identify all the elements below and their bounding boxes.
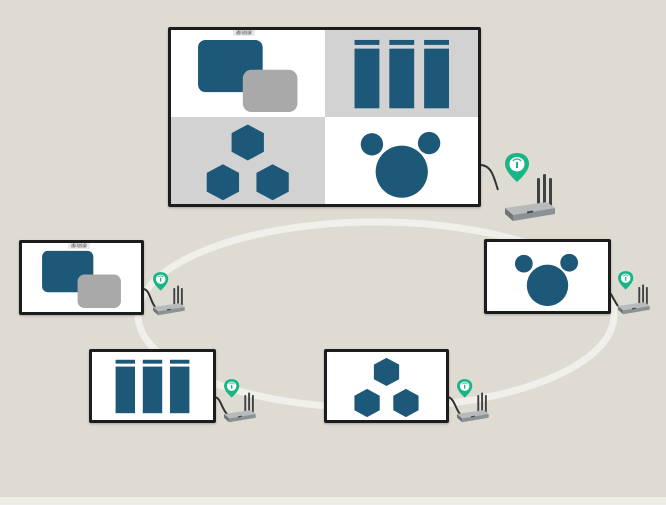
wifi-router-main xyxy=(497,150,557,225)
circles-icon xyxy=(325,117,479,204)
screen-tab-label: 通讯投屏 xyxy=(68,243,90,249)
main-display-screen: 通讯投屏 xyxy=(171,30,478,204)
quadrant-top-left xyxy=(171,30,325,117)
quadrant-top-right xyxy=(324,30,479,117)
display-left-screen: 通讯投屏 xyxy=(22,243,141,312)
display-bottom-right xyxy=(324,349,449,423)
wifi-router-bottom-right xyxy=(452,376,490,426)
wifi-router-bottom-left xyxy=(219,376,257,426)
display-bottom-right-screen xyxy=(327,352,446,420)
display-bottom-left-screen xyxy=(92,352,213,420)
wifi-router-right xyxy=(613,268,651,318)
display-right xyxy=(484,239,611,314)
circles-icon xyxy=(487,242,608,311)
display-bottom-left xyxy=(89,349,216,423)
rounded-rects-icon xyxy=(22,243,141,312)
hexagons-icon xyxy=(171,117,325,204)
display-left: 通讯投屏 xyxy=(19,240,144,315)
quadrant-bottom-left xyxy=(171,117,325,204)
main-display: 通讯投屏 xyxy=(168,27,481,207)
display-right-screen xyxy=(487,242,608,311)
bars-icon xyxy=(325,30,479,117)
bottom-strip xyxy=(0,497,666,505)
rounded-rects-icon xyxy=(171,30,325,117)
screen-tab-label: 通讯投屏 xyxy=(233,30,255,36)
wifi-router-left xyxy=(148,269,186,319)
bars-icon xyxy=(92,352,213,420)
quadrant-bottom-right xyxy=(324,117,479,204)
hexagons-icon xyxy=(327,352,446,420)
